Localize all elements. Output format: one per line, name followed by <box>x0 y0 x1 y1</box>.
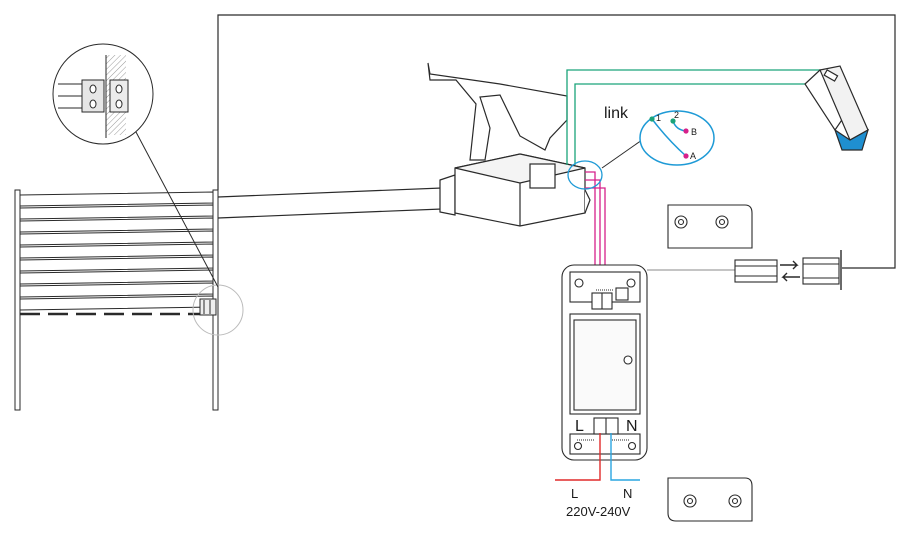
terminal-a-dot <box>683 153 689 159</box>
magnetic-sensor <box>734 250 842 290</box>
terminal-2-dot <box>670 118 676 124</box>
voltage-label: 220V-240V <box>566 504 631 519</box>
door-panels <box>19 191 214 311</box>
sensor-wires-green <box>566 69 820 165</box>
terminal-b-dot <box>683 128 689 134</box>
module-l-label: L <box>575 418 584 435</box>
terminal-a-label: A <box>690 151 696 161</box>
contact-detail <box>52 43 154 145</box>
terminal-1-dot <box>649 116 655 122</box>
opener-motor <box>427 62 591 227</box>
terminal-b-label: B <box>691 127 697 137</box>
link-callout: link 1 2 B A <box>567 105 715 190</box>
module-n-label: N <box>626 418 638 435</box>
door-left-rail <box>14 189 21 411</box>
supply-l-label: L <box>571 486 578 501</box>
zoom-leader-line <box>135 131 219 288</box>
supply-n-label: N <box>623 486 632 501</box>
contact-zoom-circle <box>192 284 244 336</box>
garage-door <box>14 189 219 411</box>
opener-rail <box>217 187 443 219</box>
link-label: link <box>604 105 629 122</box>
mains-wires <box>555 433 640 481</box>
door-contact-sensor <box>199 298 217 316</box>
controller-module: L N <box>561 264 648 461</box>
photo-sensor <box>804 65 869 151</box>
terminal-2-label: 2 <box>674 110 679 120</box>
frame-wire <box>217 14 896 269</box>
terminal-1-label: 1 <box>656 113 661 123</box>
mounting-bracket-upper <box>667 204 753 249</box>
mounting-bracket-lower <box>667 477 753 522</box>
